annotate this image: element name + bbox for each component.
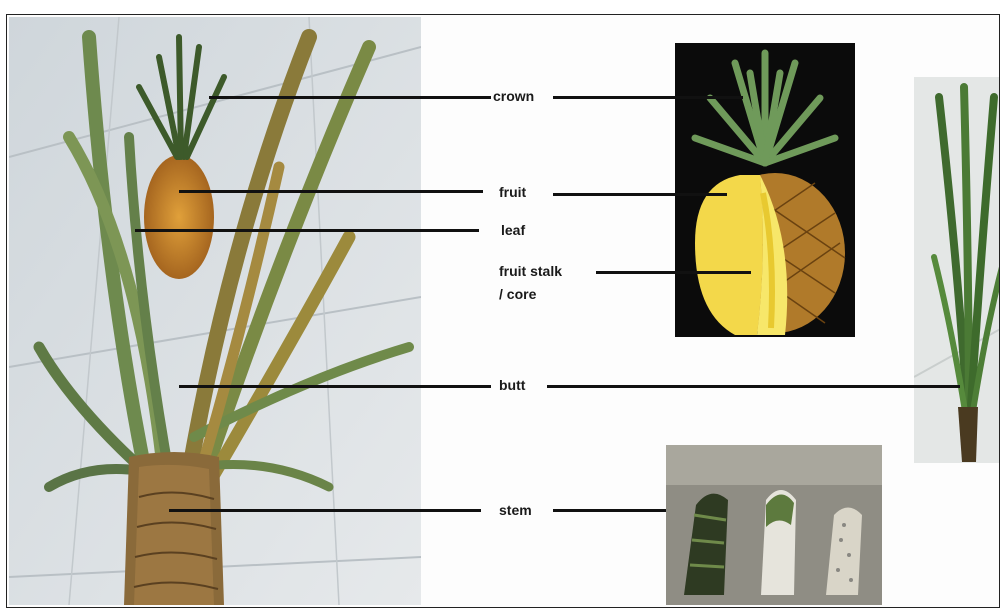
- label-butt: butt: [499, 377, 525, 394]
- label-fruit-stalk-line2: / core: [499, 286, 562, 303]
- crown-leader-left: [209, 96, 491, 99]
- cut-pineapple-fruit-photo: [675, 43, 855, 337]
- stem-leader-right: [553, 509, 666, 512]
- crown-leader-right: [553, 96, 743, 99]
- fruit-leader-left: [179, 190, 483, 193]
- label-fruit-stalk-line1: fruit stalk: [499, 263, 562, 280]
- label-stem: stem: [499, 502, 532, 519]
- label-fruit-stalk: fruit stalk / core: [499, 263, 562, 303]
- label-crown: crown: [493, 88, 534, 105]
- label-fruit: fruit: [499, 184, 526, 201]
- fruit-stalk-leader: [596, 271, 751, 274]
- butt-leader-right: [547, 385, 960, 388]
- butt-leader-left: [179, 385, 491, 388]
- pineapple-stem-pieces-photo: [666, 445, 882, 605]
- stem-leader-left: [169, 509, 481, 512]
- leaf-leader: [135, 229, 479, 232]
- fruit-leader-right: [553, 193, 727, 196]
- whole-pineapple-plant-photo: [9, 17, 421, 605]
- label-leaf: leaf: [501, 222, 525, 239]
- pineapple-slip-photo: [914, 77, 1000, 463]
- figure-frame: crown fruit leaf fruit stalk / core butt…: [6, 14, 1000, 608]
